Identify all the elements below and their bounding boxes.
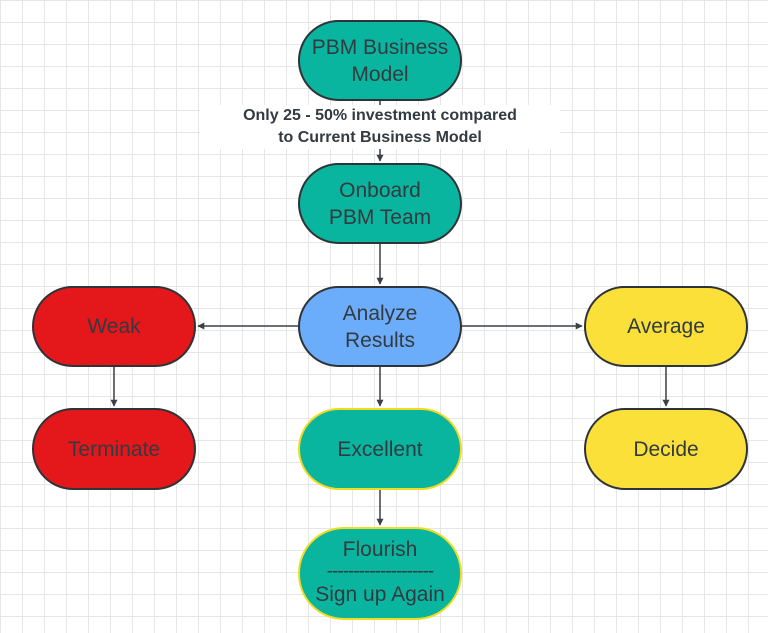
node-onboard-pbm-team[interactable]: Onboard PBM Team xyxy=(298,163,462,244)
node-label: PBM Business Model xyxy=(311,35,449,86)
node-label-sign-up-again: Sign up Again xyxy=(315,582,445,606)
node-label: Terminate xyxy=(67,437,161,461)
node-label: Excellent xyxy=(337,437,423,461)
edge-label-investment: Only 25 - 50% investment compared to Cur… xyxy=(200,105,560,149)
node-pbm-business-model[interactable]: PBM Business Model xyxy=(298,20,462,101)
node-label: Onboard PBM Team xyxy=(328,178,432,229)
node-label: Decide xyxy=(633,437,699,461)
node-divider: -------------------- xyxy=(326,560,435,582)
node-average[interactable]: Average xyxy=(584,286,748,367)
node-terminate[interactable]: Terminate xyxy=(32,408,196,490)
node-weak[interactable]: Weak xyxy=(32,286,196,367)
node-analyze-results[interactable]: Analyze Results xyxy=(298,286,462,367)
node-label: Average xyxy=(627,315,705,338)
node-label: Analyze Results xyxy=(342,301,418,352)
node-decide[interactable]: Decide xyxy=(584,408,748,490)
node-flourish[interactable]: Flourish -------------------- Sign up Ag… xyxy=(298,527,462,620)
node-excellent[interactable]: Excellent xyxy=(298,408,462,490)
node-label: Weak xyxy=(87,315,141,338)
node-label-flourish: Flourish xyxy=(342,537,418,561)
